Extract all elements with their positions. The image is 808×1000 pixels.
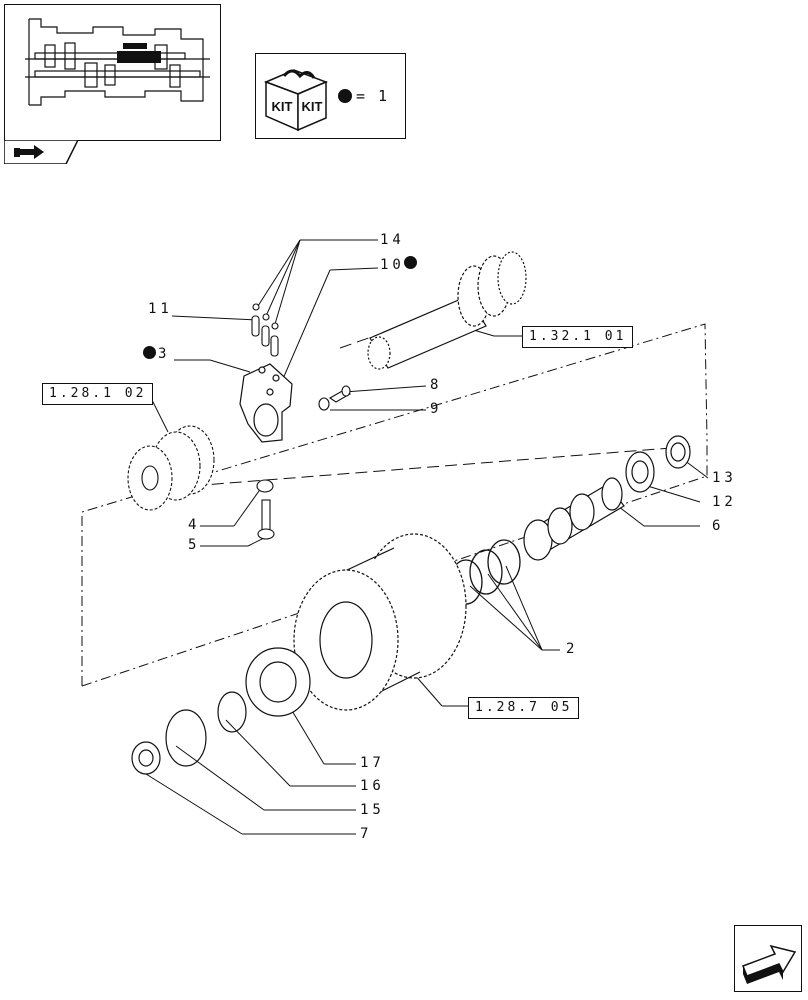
callout-13: 13 [712,470,737,486]
kit-box-icon: KIT KIT [263,69,329,132]
kit-bullet-icon [404,256,417,269]
shaft-assembly [367,251,527,370]
transmission-overview-thumbnail [4,4,221,141]
oring-and-screw [256,479,275,540]
callout-12: 12 [712,494,737,510]
next-page-button[interactable] [734,925,802,992]
kit-bullet-icon [338,89,352,103]
front-bearings [131,647,311,775]
shift-fork [239,363,293,443]
kit-legend: KIT KIT = 1 [255,53,406,139]
kit-label-right: KIT [302,99,323,114]
clutch-hub [523,435,691,561]
callout-3: 3 [158,346,171,362]
clutch-drum [293,533,467,711]
transmission-schematic [25,18,210,106]
pins-and-balls [251,303,279,357]
gear-left [127,425,215,511]
ref-box-1-32-1-01[interactable]: 1.32.1 01 [522,326,634,348]
callout-17: 17 [360,755,385,771]
kit-label-left: KIT [272,99,293,114]
callout-9: 9 [430,401,443,417]
callout-10: 10 [380,257,405,273]
ref-box-1-28-7-05[interactable]: 1.28.7 05 [468,697,580,719]
snap-rings [449,539,521,605]
callout-5: 5 [188,537,201,553]
callout-2: 2 [566,641,579,657]
highlighted-shaft [117,51,161,63]
kit-bullet-icon [143,346,156,359]
callout-4: 4 [188,517,201,533]
kit-quantity: = 1 [356,87,390,105]
callout-8: 8 [430,377,443,393]
callout-15: 15 [360,802,385,818]
arrow-hand-icon [14,145,44,159]
next-page-arrow-icon [742,944,797,984]
ref-box-1-28-1-02[interactable]: 1.28.1 02 [42,383,154,405]
callout-14: 14 [380,232,405,248]
callout-7: 7 [360,826,373,842]
bolt-and-washer [318,385,352,411]
nav-tab[interactable] [4,140,78,164]
callout-11: 11 [148,301,173,317]
callout-6: 6 [712,518,725,534]
callout-16: 16 [360,778,385,794]
